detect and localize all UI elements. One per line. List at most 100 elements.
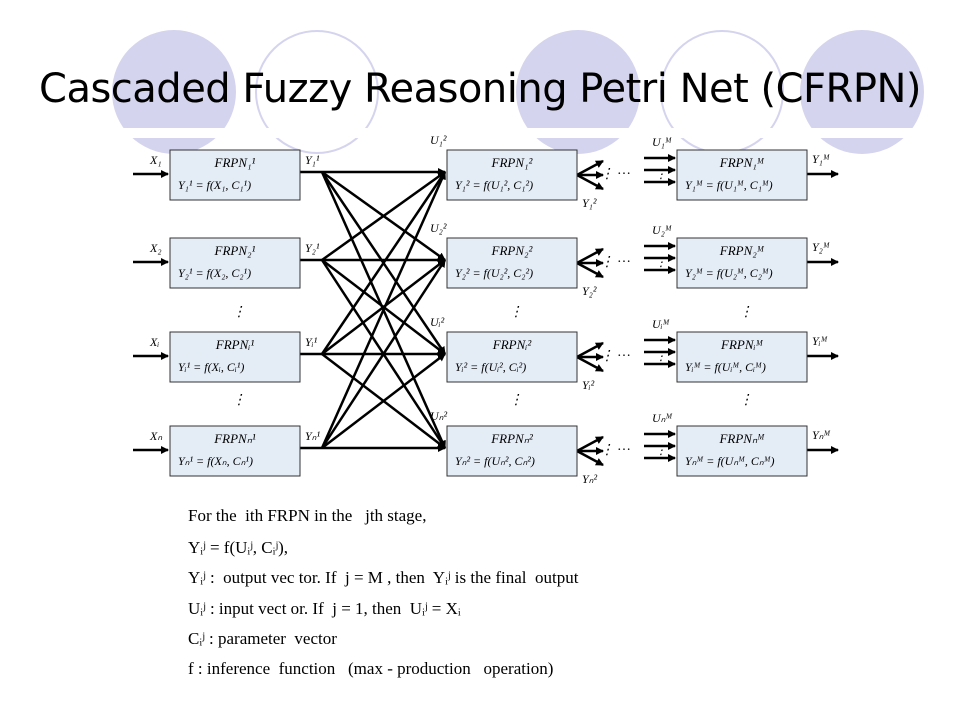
s1-block-name: FRPN₂¹ xyxy=(214,243,256,258)
sM-block-3 xyxy=(676,331,808,383)
legend-line-5: Cᵢʲ : parameter vector xyxy=(188,629,337,648)
s1-input-label: Xₙ xyxy=(149,429,162,443)
sM-block-2 xyxy=(676,237,808,289)
stage-ellipsis: … xyxy=(618,345,630,360)
s2-input-label: U₁² xyxy=(430,133,447,147)
s2-block-4 xyxy=(446,425,578,477)
s1-block-4 xyxy=(169,425,301,477)
s2-output-arrow xyxy=(576,435,604,453)
sM-row-dots: ⋮ xyxy=(739,305,753,320)
sM-output-label: Y₁ᴹ xyxy=(812,152,830,166)
sM-block-name: FRPN₂ᴹ xyxy=(719,243,765,258)
sM-block-4 xyxy=(676,425,808,477)
s1-input-label: X₁ xyxy=(149,153,162,167)
s2-block-name: FRPNₙ² xyxy=(490,431,534,446)
s1-output-label: Y₂¹ xyxy=(305,241,320,255)
sM-input-dots: ⋮ xyxy=(655,167,667,181)
sM-block-eq: Yᵢᴹ = f(Uᵢᴹ, Cᵢᴹ) xyxy=(685,360,766,374)
s1-row-dots: ⋮ xyxy=(232,393,246,408)
s2-block-1 xyxy=(446,149,578,201)
s1-block-2 xyxy=(169,237,301,289)
sM-block-eq: Y₁ᴹ = f(U₁ᴹ, C₁ᴹ) xyxy=(685,178,773,192)
s2-output-arrow xyxy=(576,247,604,265)
s2-output-label: Yᵢ² xyxy=(582,378,595,392)
sM-block-name: FRPNₙᴹ xyxy=(718,431,765,446)
s2-input-label: Uᵢ² xyxy=(430,315,445,329)
s2-input-label: Uₙ² xyxy=(430,409,447,423)
legend-line-3: Yᵢʲ : output vec tor. If j = M , then Yᵢ… xyxy=(188,568,579,587)
s1-block-eq: Yᵢ¹ = f(Xᵢ, Cᵢ¹) xyxy=(178,360,244,374)
slide-title: Cascaded Fuzzy Reasoning Petri Net (CFRP… xyxy=(39,66,921,112)
sM-input-label: Uₙᴹ xyxy=(652,411,672,425)
s1-output-label: Y₁¹ xyxy=(305,153,320,167)
legend-line-1: For the ith FRPN in the jth stage, xyxy=(188,506,427,525)
s2-block-name: FRPNᵢ² xyxy=(492,337,533,352)
sM-input-dots: ⋮ xyxy=(655,443,667,457)
s2-output-arrow xyxy=(576,449,604,467)
sM-output-label: Yᵢᴹ xyxy=(812,334,828,348)
sM-block-eq: Y₂ᴹ = f(U₂ᴹ, C₂ᴹ) xyxy=(685,266,773,280)
s2-output-arrow xyxy=(576,341,604,359)
interconnect-line xyxy=(321,170,446,262)
s2-output-arrow xyxy=(576,159,604,177)
interconnect-line xyxy=(320,171,447,355)
s2-output-dots: ⋮ xyxy=(600,167,614,182)
s2-output-arrow xyxy=(576,355,604,373)
title-underlay xyxy=(0,128,960,138)
stage-ellipsis: … xyxy=(618,251,630,266)
s2-output-arrow xyxy=(576,261,604,279)
s2-output-dots: ⋮ xyxy=(600,443,614,458)
interconnect-line xyxy=(321,353,446,449)
s2-block-eq: Yᵢ² = f(Uᵢ², Cᵢ²) xyxy=(455,360,526,374)
s1-block-name: FRPN₁¹ xyxy=(214,155,256,170)
s2-output-label: Yₙ² xyxy=(582,472,597,486)
legend-line-6: f : inference function (max - production… xyxy=(188,659,554,678)
sM-input-dots: ⋮ xyxy=(655,349,667,363)
s1-block-eq: Y₂¹ = f(X₂, C₂¹) xyxy=(178,266,251,280)
sM-output-label: Y₂ᴹ xyxy=(812,240,830,254)
s2-row-dots: ⋮ xyxy=(509,305,523,320)
sM-input-dots: ⋮ xyxy=(655,255,667,269)
interconnect-line xyxy=(320,171,447,449)
s2-output-dots: ⋮ xyxy=(600,349,614,364)
s2-block-3 xyxy=(446,331,578,383)
s2-block-name: FRPN₂² xyxy=(491,243,534,258)
s2-block-2 xyxy=(446,237,578,289)
sM-input-label: Uᵢᴹ xyxy=(652,317,670,331)
sM-block-eq: Yₙᴹ = f(Uₙᴹ, Cₙᴹ) xyxy=(685,454,775,468)
s1-block-name: FRPNₙ¹ xyxy=(213,431,256,446)
legend-line-4: Uᵢʲ : input vect or. If j = 1, then Uᵢʲ … xyxy=(188,599,461,618)
s1-row-dots: ⋮ xyxy=(232,305,246,320)
s2-input-label: U₂² xyxy=(430,221,447,235)
decor-circle-2 xyxy=(255,30,379,154)
s1-output-label: Yₙ¹ xyxy=(305,429,320,443)
sM-block-1 xyxy=(676,149,808,201)
s1-input-label: X₂ xyxy=(149,241,162,255)
s1-input-label: Xᵢ xyxy=(149,335,159,349)
s1-block-eq: Yₙ¹ = f(Xₙ, Cₙ¹) xyxy=(178,454,253,468)
legend-line-2: Yᵢʲ = f(Uᵢʲ, Cᵢʲ), xyxy=(188,538,288,557)
s2-output-arrow xyxy=(576,173,604,191)
s1-block-name: FRPNᵢ¹ xyxy=(215,337,255,352)
s2-row-dots: ⋮ xyxy=(509,393,523,408)
s1-block-1 xyxy=(169,149,301,201)
s2-block-eq: Y₁² = f(U₁², C₁²) xyxy=(455,178,533,192)
s2-block-eq: Yₙ² = f(Uₙ², Cₙ²) xyxy=(455,454,535,468)
stage-ellipsis: … xyxy=(618,439,630,454)
sM-output-label: Yₙᴹ xyxy=(812,428,830,442)
sM-row-dots: ⋮ xyxy=(739,393,753,408)
s2-output-label: Y₁² xyxy=(582,196,597,210)
s1-output-label: Yᵢ¹ xyxy=(305,335,318,349)
sM-input-label: U₁ᴹ xyxy=(652,135,672,149)
s1-block-3 xyxy=(169,331,301,383)
s2-block-eq: Y₂² = f(U₂², C₂²) xyxy=(455,266,533,280)
sM-block-name: FRPNᵢᴹ xyxy=(720,337,764,352)
stage-ellipsis: … xyxy=(618,163,630,178)
s2-output-dots: ⋮ xyxy=(600,255,614,270)
s2-block-name: FRPN₁² xyxy=(491,155,534,170)
s1-block-eq: Y₁¹ = f(X₁, C₁¹) xyxy=(178,178,251,192)
sM-block-name: FRPN₁ᴹ xyxy=(719,155,765,170)
interconnect-line xyxy=(320,259,447,449)
sM-input-label: U₂ᴹ xyxy=(652,223,672,237)
